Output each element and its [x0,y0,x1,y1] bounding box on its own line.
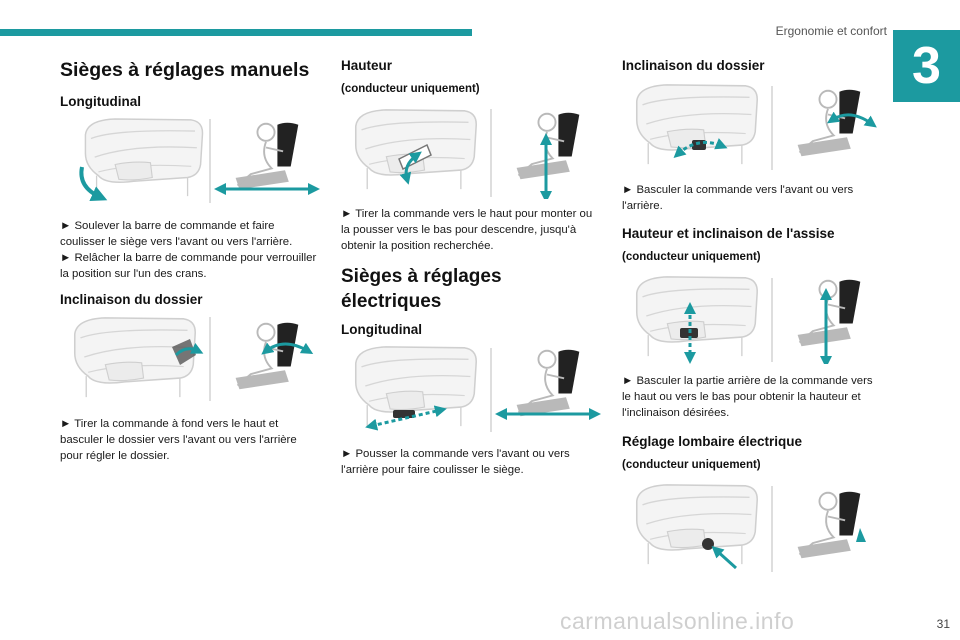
lumbar-heading: Réglage lombaire électrique [622,434,803,449]
lever-arrow-icon [399,151,422,185]
tilt-arrow-icon [827,111,877,128]
seated-person-icon [796,490,862,560]
figure-electric-backrest [622,80,884,172]
seated-person-icon [796,88,862,158]
figure-electric-lumbar [622,480,884,574]
switch-arrow-icon [365,405,447,431]
section-title: Ergonomie et confort [775,24,887,38]
page-number: 31 [936,617,950,631]
manual-longitudinal-heading: Longitudinal [60,94,141,109]
electric-longitudinal-heading: Longitudinal [341,322,422,337]
pull-arrow-icon [174,342,204,357]
figure-electric-longitudinal [341,342,603,434]
height-driver-note: (conducteur uniquement) [341,83,480,95]
cushion-text: ► Basculer la partie arrière de la comma… [622,375,873,419]
seat-illustration [84,118,204,197]
press-arrow-icon [711,545,738,570]
figure-manual-height [341,103,603,199]
cushion-driver-note: (conducteur uniquement) [622,251,761,263]
electric-backrest-text: ► Basculer la commande vers l'avant ou v… [622,184,854,212]
switch-arrow-icon [673,138,728,159]
height-text: ► Tirer la commande vers le haut pour mo… [341,208,593,252]
manual-longitudinal-step-2: ► Relâcher la barre de commande pour ver… [60,252,317,280]
figure-manual-longitudinal [60,113,322,205]
cushion-heading: Hauteur et inclinaison de l'assise [622,226,835,241]
manual-backrest-text: ► Tirer la commande à fond vers le haut … [60,418,297,462]
seated-person-icon [234,121,300,191]
seat-illustration [354,109,478,190]
figure-electric-cushion [622,272,884,364]
manual-longitudinal-step-1: ► Soulever la barre de commande et faire… [60,220,293,248]
seated-person-icon [796,278,862,348]
electric-seats-title: Sièges à réglages électriques [341,266,502,312]
electric-backrest-heading: Inclinaison du dossier [622,58,765,73]
seat-illustration [635,84,759,165]
seated-person-icon [515,348,581,418]
manual-backrest-heading: Inclinaison du dossier [60,292,203,307]
chapter-number: 3 [893,30,960,102]
height-heading: Hauteur [341,58,393,73]
figure-manual-backrest [60,311,322,403]
lumbar-driver-note: (conducteur uniquement) [622,459,761,471]
watermark: carmanualsonline.info [560,608,795,634]
seat-illustration [354,346,478,427]
seated-person-icon [515,111,581,181]
electric-longitudinal-text: ► Pousser la commande vers l'avant ou ve… [341,448,570,476]
lift-arrow-icon [79,166,108,201]
lumbar-arrow-icon [856,528,866,542]
seat-illustration [635,276,759,357]
seated-person-icon [234,321,300,391]
seat-illustration [635,484,759,565]
tilt-arrow-icon [261,342,314,355]
manual-seats-title: Sièges à réglages manuels [60,59,310,81]
top-accent-bar [0,29,472,36]
